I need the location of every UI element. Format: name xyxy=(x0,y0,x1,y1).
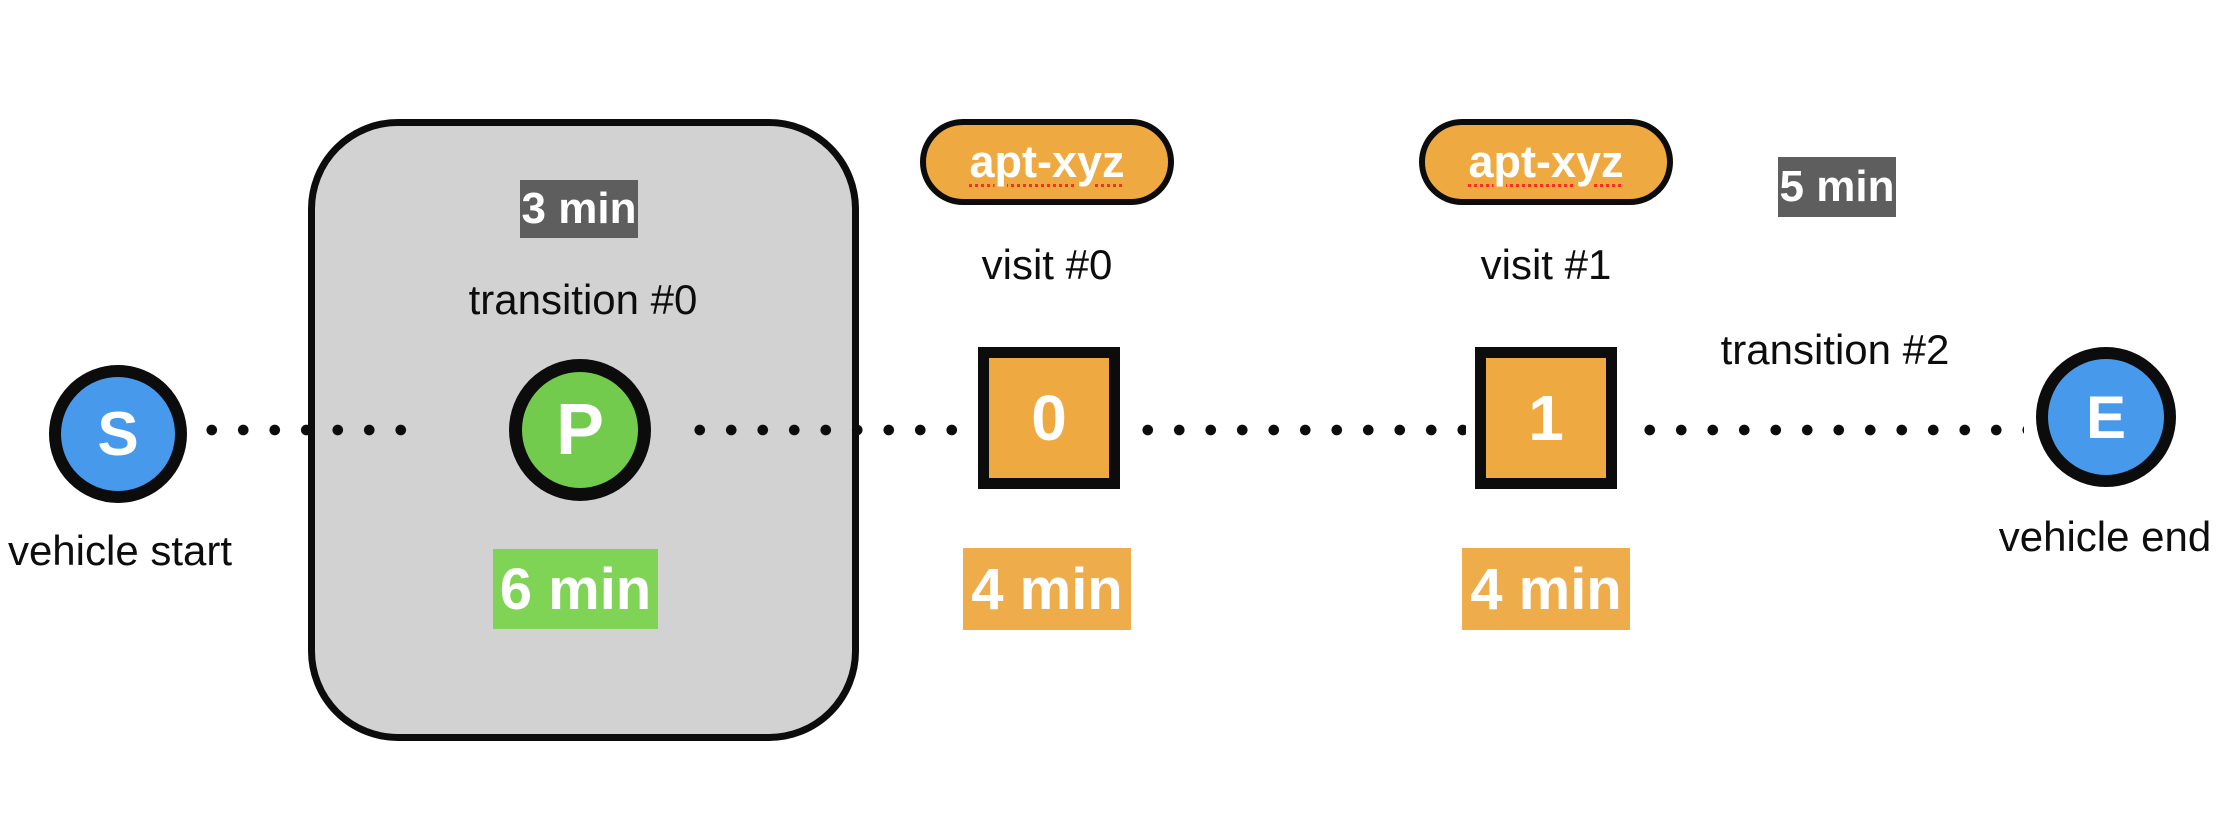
vehicle-end-node: E xyxy=(2036,347,2176,487)
connector-start-to-parking xyxy=(196,424,422,436)
visit-1-node-number: 1 xyxy=(1528,382,1564,454)
vehicle-end-label: vehicle end xyxy=(1998,513,2212,560)
vehicle-start-node: S xyxy=(49,365,187,503)
visit-1-node: 1 xyxy=(1475,347,1617,489)
connector-visit0-to-visit1 xyxy=(1132,424,1466,436)
visit-0-tag-pill: apt-xyz xyxy=(920,119,1174,205)
visit-0-tag-text: apt-xyz xyxy=(969,136,1125,187)
visit-1-label: visit #1 xyxy=(1480,241,1612,288)
visit-0-duration-badge: 4 min xyxy=(963,548,1131,630)
connector-visit1-to-end xyxy=(1634,424,2024,436)
vehicle-start-label: vehicle start xyxy=(7,527,233,574)
visit-1-duration-badge: 4 min xyxy=(1462,548,1630,630)
vehicle-start-letter: S xyxy=(97,399,139,469)
connector-parking-to-visit0 xyxy=(684,424,976,436)
transition-2-travel-badge: 5 min xyxy=(1778,157,1896,217)
parking-duration-badge: 6 min xyxy=(493,549,658,629)
vehicle-end-letter: E xyxy=(2085,383,2127,451)
visit-0-label: visit #0 xyxy=(981,241,1113,288)
transition-2-label: transition #2 xyxy=(1720,326,1950,373)
parking-node: P xyxy=(509,359,651,501)
parking-node-letter: P xyxy=(555,390,605,470)
visit-1-tag-pill: apt-xyz xyxy=(1419,119,1673,205)
transition-0-label: transition #0 xyxy=(468,276,698,323)
visit-0-node-number: 0 xyxy=(1031,382,1067,454)
visit-0-node: 0 xyxy=(978,347,1120,489)
visit-1-tag-text: apt-xyz xyxy=(1468,136,1624,187)
transition-0-travel-badge: 3 min xyxy=(520,180,638,238)
